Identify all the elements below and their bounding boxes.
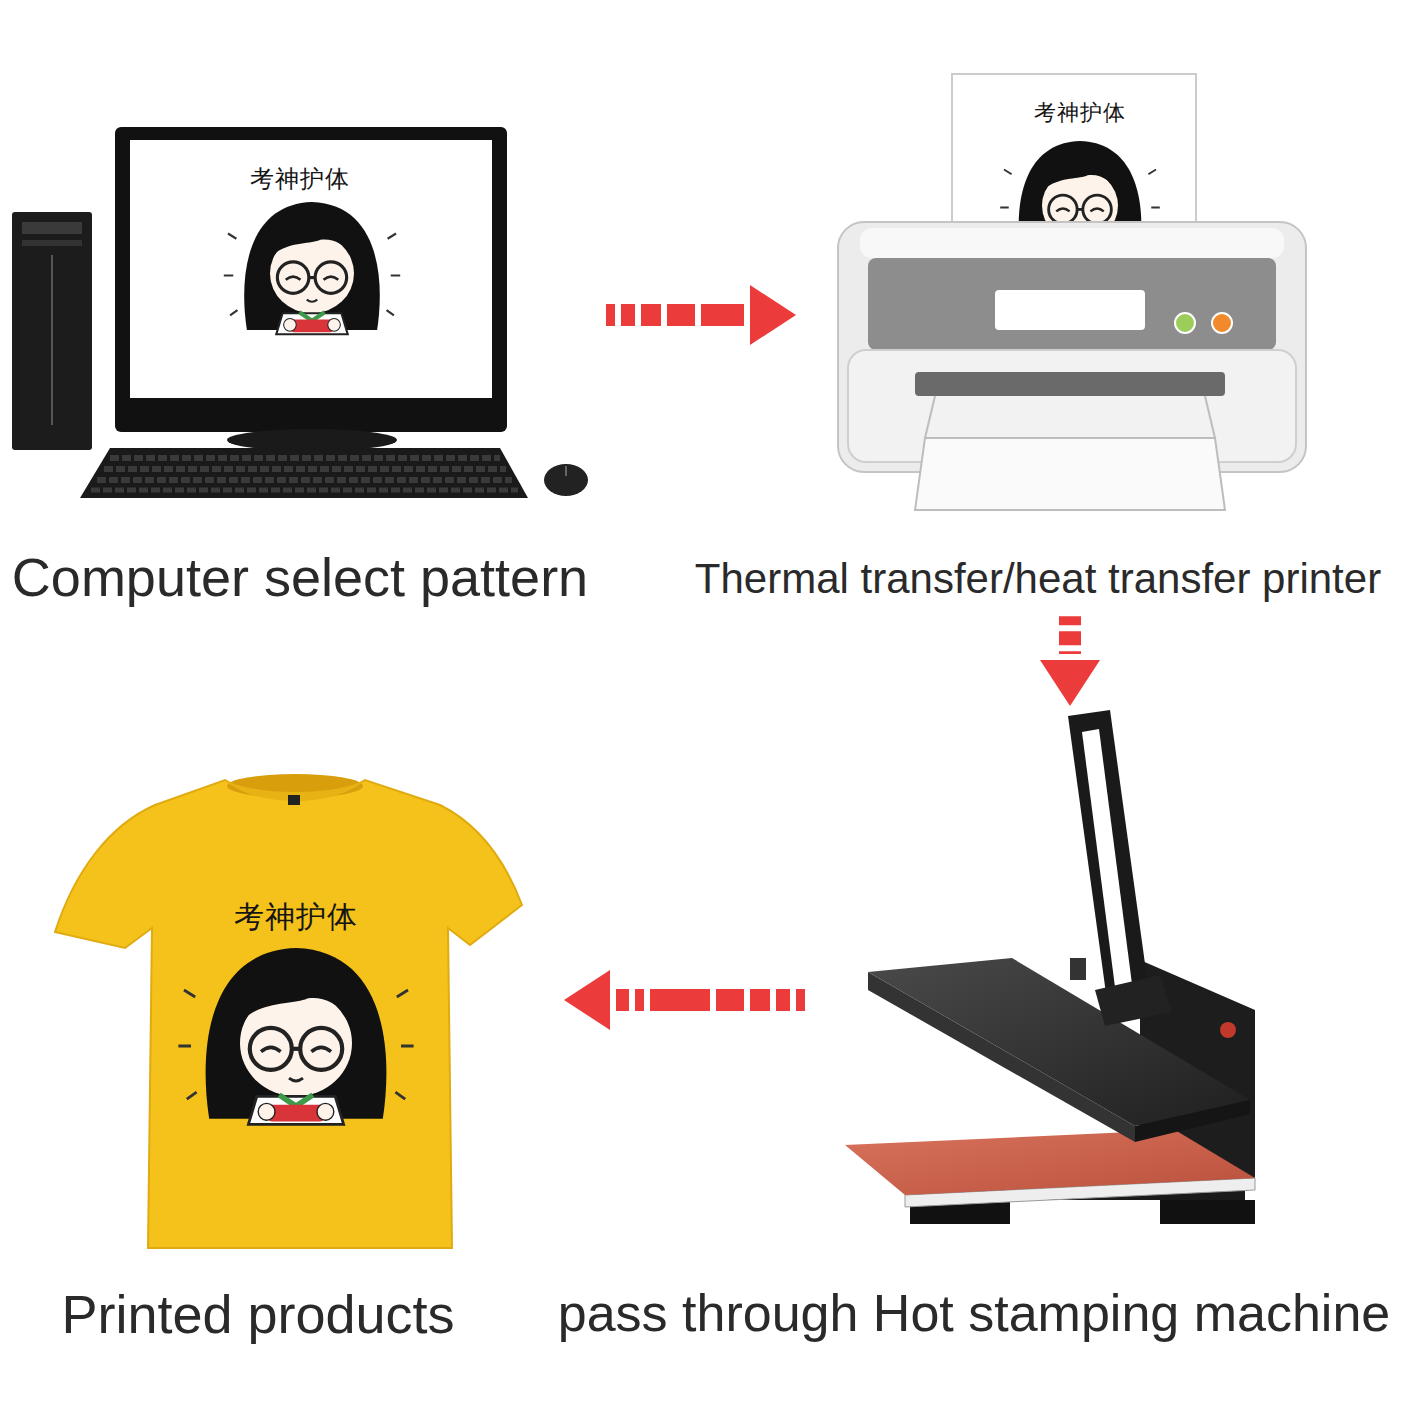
computer-illustration: [12, 127, 588, 498]
computer-illustration-part: [12, 212, 92, 450]
tshirt-step: Printed products: [52, 772, 524, 1260]
printer-illustration-part: [868, 258, 1276, 350]
computer-illustration-part: [97, 477, 512, 483]
screen-cartoon: [224, 202, 400, 334]
arrow-shaft: [606, 304, 744, 326]
computer-illustration-part: [110, 455, 500, 461]
heat-press-illustration-part: [1160, 1200, 1255, 1224]
printer-illustration-part: [1212, 313, 1232, 333]
caption-holder: Printed products: [61, 1285, 454, 1344]
flow-arrow: [564, 970, 805, 1030]
printer-illustration-part: [838, 222, 1306, 472]
caption-holder: Thermal transfer/heat transfer printer: [695, 556, 1381, 602]
computer-illustration-part: [91, 488, 518, 493]
computer-illustration-part: [544, 464, 588, 496]
printer-illustration-part: [925, 396, 935, 438]
pattern-slogan: 考神护体: [250, 166, 350, 194]
computer-illustration-part: [115, 127, 507, 432]
arrow-head: [1040, 660, 1100, 706]
printer-illustration-part: [1205, 396, 1215, 438]
arrow-shaft: [1059, 616, 1081, 654]
pattern-slogan: 考神护体: [234, 900, 358, 935]
printer-illustration: [838, 74, 1306, 510]
arrow-head: [564, 970, 610, 1030]
flow-arrow: [606, 285, 796, 345]
arrow-shaft: [616, 989, 805, 1011]
printer-illustration-part: [915, 372, 1225, 396]
printer-illustration-part: [995, 290, 1145, 330]
heat-press-illustration-part: [1135, 1100, 1250, 1142]
printer-step: Thermal transfer/heat transfer printer: [836, 70, 1308, 515]
shirt-cartoon: [178, 948, 413, 1124]
heat-press-step: pass through Hot stamping machine: [845, 712, 1265, 1232]
computer-illustration-part: [565, 466, 567, 476]
step-caption: pass through Hot stamping machine: [558, 1285, 1390, 1342]
flow-arrow: [1040, 616, 1100, 706]
pattern-slogan: 考神护体: [1034, 100, 1126, 125]
step-caption: Thermal transfer/heat transfer printer: [695, 556, 1381, 602]
label-holder: 考神护体: [234, 900, 358, 935]
heat-press-illustration-part: [868, 958, 1250, 1126]
step-caption: Printed products: [61, 1285, 454, 1344]
label-holder: 考神护体: [250, 166, 350, 194]
tshirt-illustration-part: [288, 795, 300, 805]
computer-illustration-part: [51, 255, 53, 425]
computer-illustration-part: [227, 429, 397, 451]
caption-holder: Computer select pattern: [12, 548, 588, 607]
heat-press-illustration-part: [1082, 729, 1132, 987]
printer-illustration-part: [860, 228, 1284, 258]
computer-illustration-part: [104, 466, 506, 472]
arrow-head: [750, 285, 796, 345]
heat-press-illustration-part: [1068, 710, 1150, 1008]
heat-press-illustration-part: [1095, 975, 1172, 1026]
tshirt-illustration-part: [55, 780, 522, 1248]
heat-press-illustration-part: [845, 1130, 1255, 1195]
printer-illustration-part: [1175, 313, 1195, 333]
printer-illustration-part: [915, 438, 1225, 510]
heat-press-illustration-part: [1070, 958, 1086, 980]
heat-press-illustration-part: [1220, 1022, 1236, 1038]
label-holder: 考神护体: [1034, 100, 1126, 125]
computer-illustration-part: [80, 448, 528, 498]
computer-illustration-part: [22, 240, 82, 246]
computer-illustration-part: [130, 140, 492, 398]
heat-press-illustration: [845, 710, 1255, 1224]
computer-illustration-part: [22, 222, 82, 234]
tshirt-illustration: [55, 774, 522, 1248]
step-caption: Computer select pattern: [12, 548, 588, 607]
caption-holder: pass through Hot stamping machine: [558, 1285, 1390, 1342]
